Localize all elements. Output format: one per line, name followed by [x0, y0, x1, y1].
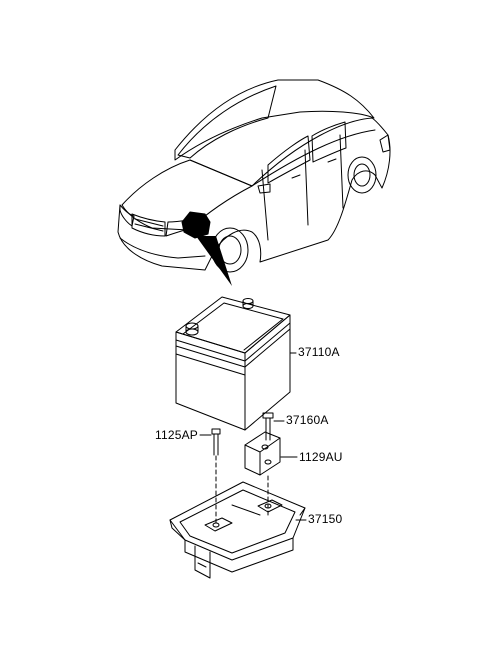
tray-bolt-icon [211, 428, 221, 456]
part-number-tray: 37150 [308, 512, 343, 526]
part-number-battery: 37110A [298, 345, 340, 359]
part-number-clamp-bolt: 37160A [286, 413, 329, 427]
battery-icon [175, 296, 291, 431]
part-number-tray-bolt: 1125AP [155, 428, 199, 442]
car-icon [117, 79, 391, 286]
clamp-bolt-icon [262, 412, 274, 441]
bracket-icon [244, 431, 281, 476]
tray-icon [169, 481, 306, 579]
part-number-bracket: 1129AU [299, 450, 343, 464]
